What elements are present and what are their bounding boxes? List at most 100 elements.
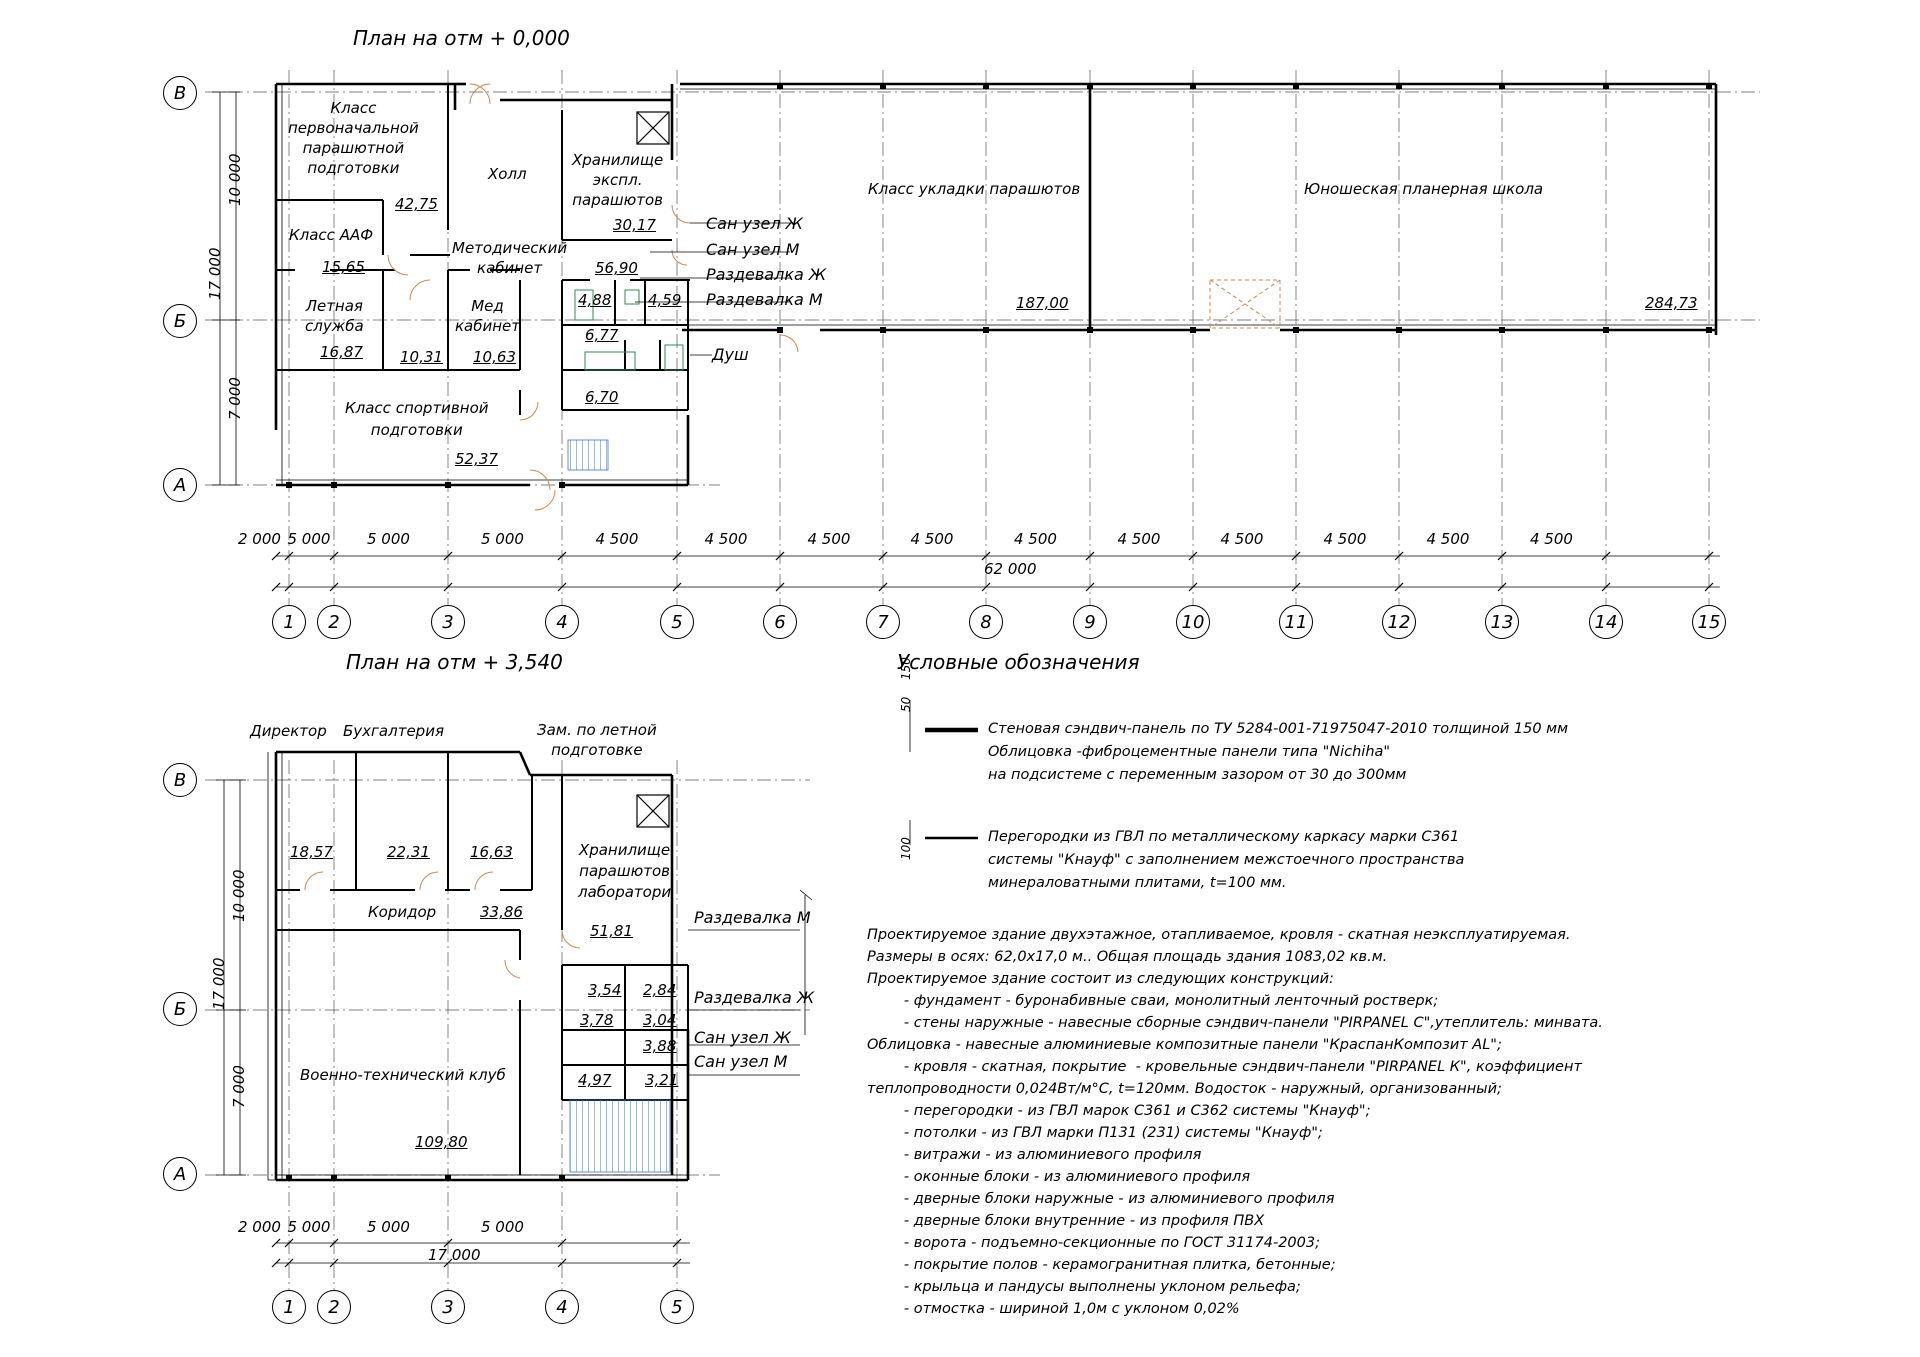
plan1-tick-10-1: [1188, 582, 1198, 592]
plan1-col-mid-8: [1087, 327, 1093, 333]
legend-item1-line1: Стеновая сэндвич-панель по ТУ 5284-001-7…: [988, 721, 1569, 737]
plan1-tick-13-0: [1497, 551, 1507, 561]
room-initial-training-area: 42,75: [395, 195, 438, 213]
room-accounting-name: Бухгалтерия: [343, 722, 444, 740]
plan1-axis-lines: [205, 70, 1760, 605]
plan1-fixtures: [574, 289, 684, 371]
plan1-title: План на отм + 0,000: [353, 26, 570, 50]
note-line: Облицовка - навесные алюминиевые компози…: [867, 1037, 1502, 1053]
note-line: Размеры в осях: 62,0х17,0 м.. Общая площ…: [867, 949, 1388, 965]
plan1-tick-14-1: [1601, 582, 1611, 592]
plan1-axis-B: Б: [163, 304, 197, 338]
plan2-tick-5-1: [672, 1258, 682, 1268]
plan1-col-mid-7: [983, 327, 989, 333]
plan2-col-bot-0: [286, 1175, 292, 1181]
note-line: - покрытие полов - керамогранитная плитк…: [867, 1257, 1336, 1273]
plan1-col-mid-5: [777, 327, 783, 333]
plan1-col-mid-10: [1293, 327, 1299, 333]
room-corridor-name: Коридор: [368, 903, 437, 921]
plan1-tick-9-1: [1085, 582, 1095, 592]
plan1-axis-13: 13: [1485, 605, 1519, 639]
plan1-axis-11: 11: [1279, 605, 1313, 639]
plan2-dim-lines: [216, 779, 813, 1264]
plan1-dim-11: 4 500: [1220, 530, 1264, 548]
room-aaf-name: Класс ААФ: [289, 226, 374, 244]
plan1-tick-11-0: [1291, 551, 1301, 561]
plan2-tick-1-1: [284, 1258, 294, 1268]
plan2-axis-V: В: [163, 763, 197, 797]
plan2-tick-1-0: [284, 1238, 294, 1248]
note-line: Проектируемое здание двухэтажное, отапли…: [867, 927, 1571, 943]
plan1-dim-14: 4 500: [1530, 530, 1573, 548]
room-354-area: 3,54: [588, 981, 622, 999]
plan1-dim-left-17000: 17 000: [206, 247, 224, 301]
room-flight-service-area: 16,87: [320, 343, 363, 361]
note-line: - витражи - из алюминиевого профиля: [867, 1147, 1202, 1163]
plan1-col-top-8: [1087, 83, 1093, 89]
room-medical-area: 10,63: [473, 348, 516, 366]
room-glider-school-name: Юношеская планерная школа: [1304, 180, 1544, 198]
note-line: - перегородки - из ГВЛ марок С361 и С362…: [867, 1103, 1371, 1119]
room-lab-storage-area: 51,81: [590, 922, 633, 940]
plan2-dim-1: 2 000: [238, 1218, 281, 1236]
room-packing-area: 187,00: [1016, 294, 1069, 312]
plan2-dim-left-17000: 17 000: [210, 957, 228, 1011]
plan1-col-bot-2: [445, 482, 451, 488]
callout-locker-m: Раздевалка М: [706, 290, 823, 309]
room-aaf-area: 15,65: [322, 258, 365, 276]
plan1-doors: [387, 83, 799, 511]
plan1-col-top-9: [1190, 83, 1196, 89]
room-670-area: 6,70: [585, 388, 619, 406]
plan2-tick-4-0: [557, 1238, 567, 1248]
plan1-tick-7-1: [878, 582, 888, 592]
plan2-dim-2: 5 000: [287, 1218, 331, 1236]
plan1-dim-6: 4 500: [704, 530, 748, 548]
room-sport-area: 52,37: [455, 450, 498, 468]
note-line: - дверные блоки наружные - из алюминиево…: [867, 1191, 1335, 1207]
plan1-col-mid-11: [1396, 327, 1402, 333]
callout2-wc-m: Сан узел М: [694, 1052, 788, 1071]
plan1-col-top-7: [983, 83, 989, 89]
room-488-area: 4,88: [578, 291, 612, 309]
plan1-tick-7-0: [878, 551, 888, 561]
plan1-col-top-6: [880, 83, 886, 89]
plan1-tick-3-0: [443, 551, 453, 561]
plan2-axis-lines: [205, 760, 810, 1290]
legend-item1-line2: Облицовка -фиброцементные панели типа "N…: [988, 744, 1391, 760]
note-line: - отмостка - шириной 1,0м с уклоном 0,02…: [867, 1301, 1240, 1317]
plan1-dim-lines: [212, 91, 1720, 588]
note-line: - крыльца и пандусы выполнены уклоном ре…: [867, 1279, 1301, 1295]
plan1-tick-5-0: [672, 551, 682, 561]
plan1-tick-8-1: [981, 582, 991, 592]
legend-item2-line1: Перегородки из ГВЛ по металлическому кар…: [988, 829, 1460, 845]
room-304-area: 3,04: [643, 1011, 677, 1029]
plan1-col-top-11: [1396, 83, 1402, 89]
plan1-dim-left-7000: 7 000: [226, 377, 244, 420]
plan1-tick-15-1: [1704, 582, 1714, 592]
room-1663-area: 16,63: [470, 843, 513, 861]
callout-wc-m: Сан узел М: [706, 240, 800, 259]
plan2-axis-4: 4: [545, 1290, 579, 1324]
plan2-dim-ticks: [271, 1238, 682, 1268]
room-storage-area: 30,17: [613, 216, 656, 234]
plan1-axis-14: 14: [1589, 605, 1623, 639]
callout2-locker-f: Раздевалка Ж: [694, 988, 815, 1007]
plan1-dim-10: 4 500: [1117, 530, 1161, 548]
room-378-area: 3,78: [580, 1011, 614, 1029]
plan1-tick-13-1: [1497, 582, 1507, 592]
room-corridor-area: 33,86: [480, 903, 523, 921]
room-sport-name: Класс спортивной подготовки: [345, 399, 489, 439]
plan1-axis-10: 10: [1176, 605, 1210, 639]
room-388-area: 3,88: [643, 1037, 677, 1055]
axis-dots: [286, 83, 1712, 1181]
plan1-stairs: [567, 439, 609, 471]
plan1-tick-0-1: [271, 582, 281, 592]
plan1-tick-2-1: [329, 582, 339, 592]
plan1-dim-1: 2 000: [238, 530, 281, 548]
plan1-col-top-13: [1603, 83, 1609, 89]
plan2-tick-5-0: [672, 1238, 682, 1248]
plan1-tick-9-0: [1085, 551, 1095, 561]
plan1-dim-3: 5 000: [367, 530, 410, 548]
room-497-area: 4,97: [578, 1071, 612, 1089]
plan2-dim-left-7000: 7 000: [230, 1065, 248, 1108]
